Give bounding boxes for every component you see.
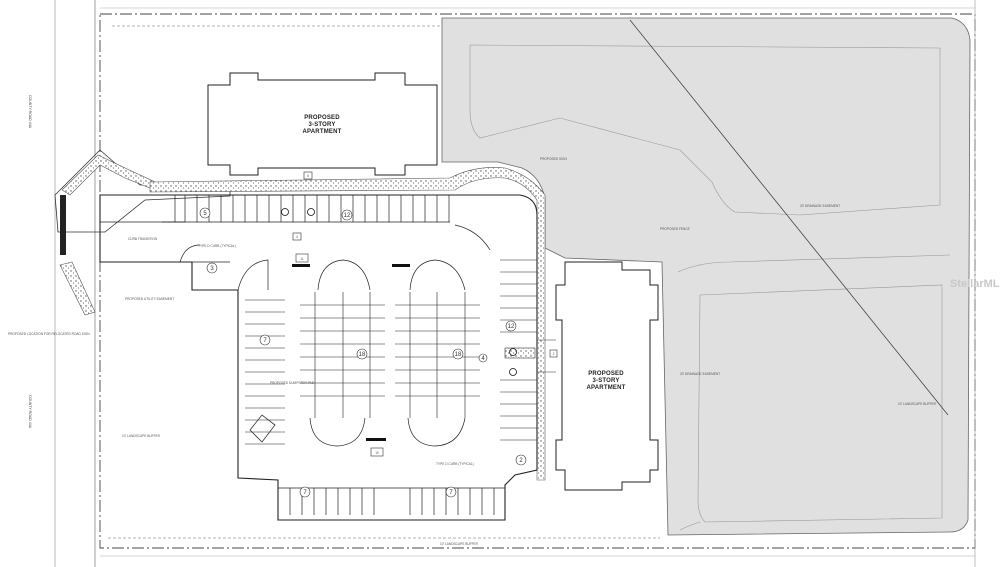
marker-4: 4 [296,235,298,239]
note-sign: PROPOSED SIGN [540,157,567,161]
count-8: 4 [481,356,485,362]
key-markers [292,171,558,457]
marker-5: 2 [553,352,555,356]
count-5: 18 [359,352,366,358]
marker-2: 10 [375,451,379,455]
count-10: 7 [449,490,453,496]
building-east-line-3: APARTMENT [586,385,625,391]
parking-stripes-center [245,259,537,445]
building-east-line-1: PROPOSED [588,371,624,377]
entry-curb-south [59,261,96,316]
road-label-north: COUNTY ROAD 44A [28,95,32,129]
count-7: 12 [508,324,515,330]
stop-bars [292,264,410,441]
retention-pond [441,17,971,536]
building-east-line-2: 3-STORY [592,378,619,384]
watermark: StellarMLS [950,278,1000,290]
building-north-line-3: APARTMENT [302,129,341,135]
count-11: 2 [519,458,523,464]
note-utility: PROPOSED UTILITY EASEMENT [125,297,174,301]
marker-3: 5 [307,174,309,178]
building-north-label: PROPOSED 3-STORY APARTMENT [302,115,341,135]
note-buffer-west: 10' LANDSCAPE BUFFER [122,434,161,438]
building-north-line-1: PROPOSED [304,115,340,121]
count-1: 5 [203,211,207,217]
count-4: 7 [263,338,267,344]
pond-contour-upper [469,44,941,216]
parking-stripes-west [100,195,230,263]
entry-gate [60,195,66,255]
note-fence: PROPOSED FENCE [660,227,690,231]
driveway-entry [54,149,231,233]
parking-lot-outline [99,194,538,521]
curb-band-north [149,167,546,481]
entry-curb-north [61,154,156,196]
note-drainage-1: 20' DRAINAGE EASEMENT [800,204,840,208]
count-2: 12 [344,213,351,219]
building-north-line-2: 3-STORY [308,122,335,128]
note-curb-transition: CURB TRANSITION [128,237,158,241]
building-north [207,72,438,176]
note-curb-type-2: TYPE D CURB (TYPICAL) [436,462,474,466]
parking-count-badges [199,207,527,498]
building-east-label: PROPOSED 3-STORY APARTMENT [586,371,625,391]
dumpster-pad [249,414,276,443]
building-east [555,261,659,491]
pond-contour-lower [697,284,943,523]
marker-1: 11 [300,257,304,261]
road-label-south: COUNTY ROAD 44A [28,395,32,429]
count-3: 3 [210,266,214,272]
parking-islands [179,224,491,447]
dumpster-enclosure-hatch [504,347,536,359]
walkway-east [537,339,556,373]
count-6: 18 [455,352,462,358]
count-9: 7 [303,490,307,496]
parking-stripes-south [278,487,505,515]
easement-diagonal [629,19,949,416]
pond-slope [677,254,951,531]
note-buffer-east: 10' LANDSCAPE BUFFER [898,402,937,406]
note-curb-type-1: TYPE D CURB (TYPICAL) [198,244,236,248]
note-buffer-south: 10' LANDSCAPE BUFFER [440,542,479,546]
note-road-sign: PROPOSED LOCATION FOR RELOCATED ROAD SIG… [8,332,90,336]
note-dumpster: PROPOSED DUMPSTER PAD [270,381,315,385]
parking-stripes-north [162,195,450,223]
accessible-symbols [281,208,517,376]
note-drainage-2: 20' DRAINAGE EASEMENT [680,372,720,376]
